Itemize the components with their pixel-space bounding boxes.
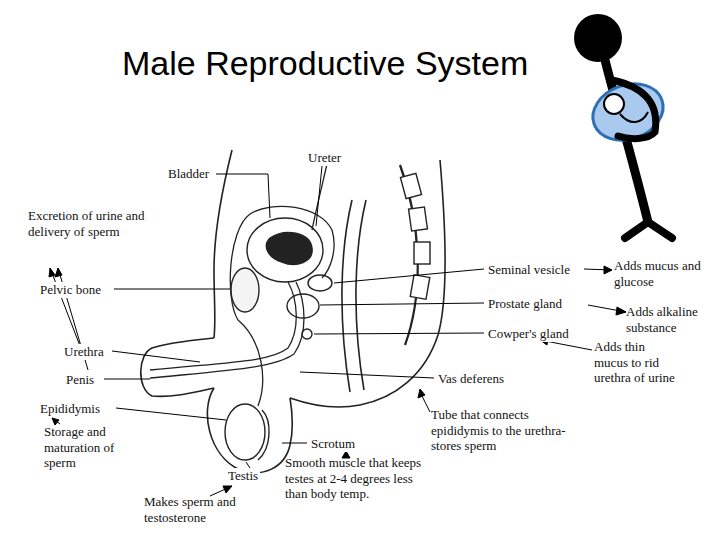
part-label: Vas deferens xyxy=(436,371,506,387)
part-label: Epididymis xyxy=(38,401,102,417)
part-label: Prostate gland xyxy=(486,296,564,312)
function-note: Excretion of urine and delivery of sperm xyxy=(28,208,152,239)
stick-figure xyxy=(574,14,672,238)
tubes xyxy=(150,150,334,406)
part-label: Cowper's gland xyxy=(486,326,571,342)
part-label: Seminal vesicle xyxy=(486,262,572,278)
part-label: Testis xyxy=(226,468,260,484)
organs xyxy=(225,173,430,460)
part-label: Bladder xyxy=(166,166,211,182)
function-note: Adds thin mucus to rid urethra of urine xyxy=(594,339,680,386)
anatomy-outline xyxy=(141,150,445,473)
part-label: Urethra xyxy=(62,344,106,360)
function-note: Adds alkaline substance xyxy=(626,304,716,335)
diagram-title: Male Reproductive System xyxy=(122,44,528,83)
function-note: Makes sperm and testosterone xyxy=(144,494,268,525)
part-label: Scrotum xyxy=(309,436,357,452)
function-note: Tube that connects epididymis to the ure… xyxy=(431,407,576,454)
function-note: Adds mucus and glucose xyxy=(614,258,712,289)
function-note: Smooth muscle that keeps testes at 2-4 d… xyxy=(285,455,430,502)
part-label: Penis xyxy=(64,372,96,388)
part-label: Ureter xyxy=(306,150,343,166)
leader-lines xyxy=(104,166,484,468)
function-note: Storage and maturation of sperm xyxy=(44,424,134,471)
part-label: Pelvic bone xyxy=(38,282,103,298)
